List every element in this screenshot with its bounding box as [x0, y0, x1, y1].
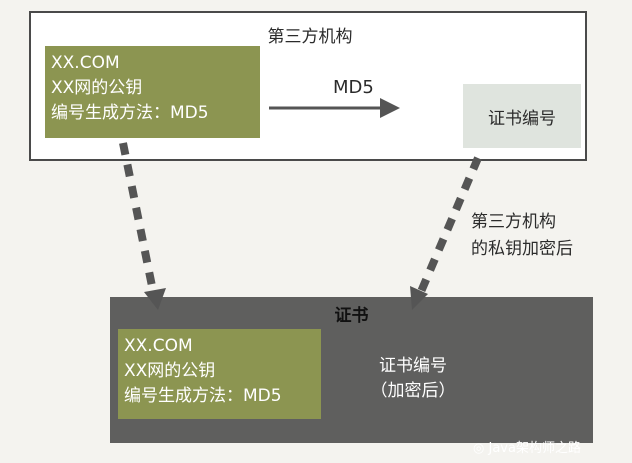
- encrypted-cert-number-line2: （加密后）: [370, 381, 456, 401]
- md5-label: MD5: [333, 77, 374, 98]
- encrypt-arrowhead: [410, 286, 428, 310]
- source-public-key: XX网的公钥: [51, 78, 143, 98]
- certificate-domain: XX.COM: [124, 336, 193, 356]
- certificate-public-key: XX网的公钥: [124, 361, 216, 381]
- certificate-box: 证书 XX.COM XX网的公钥 编号生成方法：MD5 证书编号 （加密后）: [110, 297, 593, 443]
- watermark: ◎ Java架构师之路: [473, 437, 581, 456]
- encrypt-arrow: [416, 156, 482, 296]
- copy-info-arrow: [119, 142, 158, 297]
- watermark-text: Java架构师之路: [488, 441, 581, 456]
- source-method: 编号生成方法：MD5: [51, 103, 209, 123]
- third-party-box: 第三方机构 XX.COM XX网的公钥 编号生成方法：MD5 MD5 证书编号: [29, 11, 587, 161]
- third-party-title: 第三方机构: [267, 27, 353, 47]
- certificate-title: 证书: [334, 306, 369, 326]
- md5-arrowhead: [380, 98, 400, 118]
- cert-number-box: 证书编号: [463, 84, 581, 148]
- encrypt-label: 第三方机构 的私钥加密后: [471, 209, 573, 263]
- encrypted-cert-number: 证书编号 （加密后）: [353, 354, 473, 404]
- encrypt-label-line2: 的私钥加密后: [471, 239, 573, 259]
- source-info-box: XX.COM XX网的公钥 编号生成方法：MD5: [45, 46, 260, 138]
- copy-info-arrowhead: [144, 288, 166, 310]
- encrypted-cert-number-line1: 证书编号: [379, 356, 447, 376]
- certificate-info-box: XX.COM XX网的公钥 编号生成方法：MD5: [118, 329, 321, 419]
- encrypt-label-line1: 第三方机构: [471, 212, 556, 232]
- certificate-method: 编号生成方法：MD5: [124, 386, 282, 406]
- wechat-icon: ◎: [473, 441, 489, 456]
- cert-number-label: 证书编号: [488, 108, 556, 129]
- source-domain: XX.COM: [51, 53, 120, 73]
